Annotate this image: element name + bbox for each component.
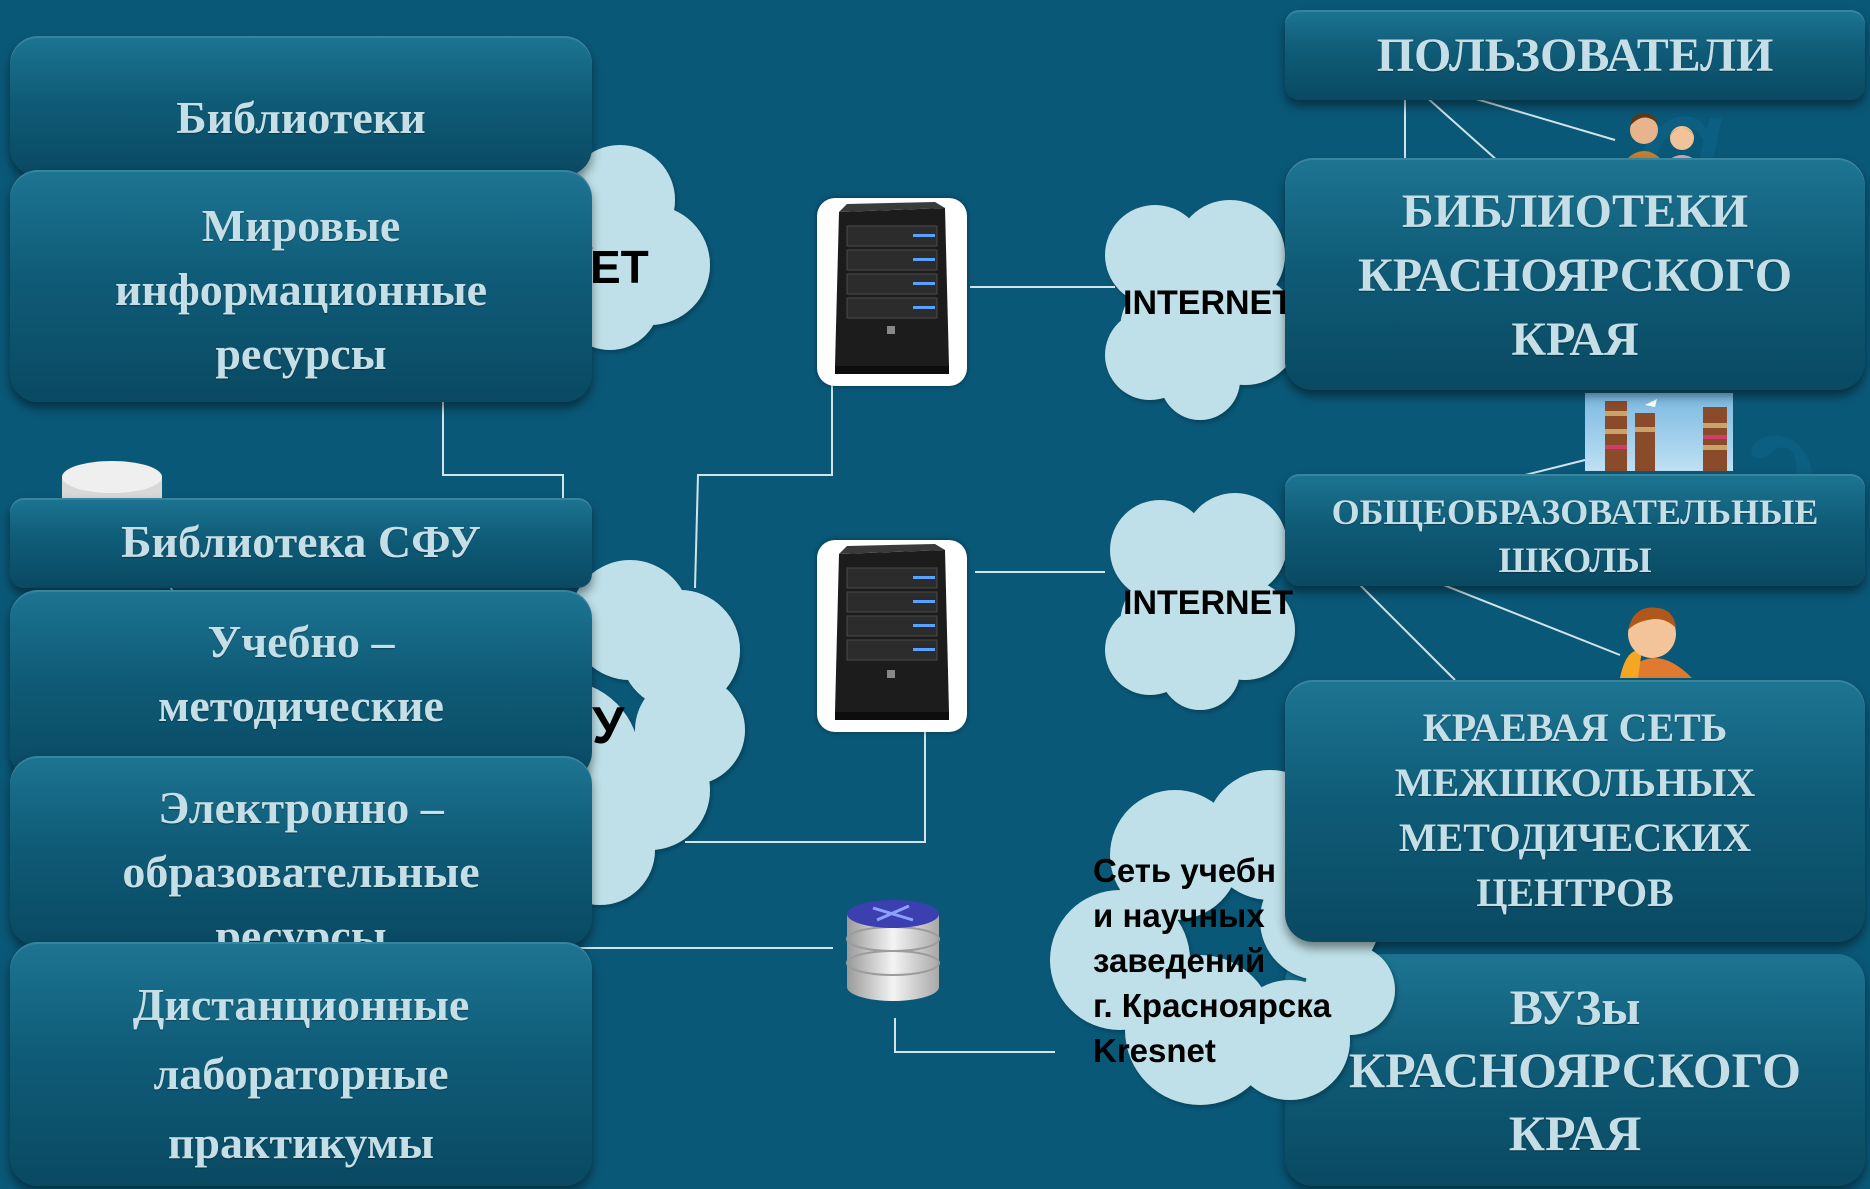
kresnet-line-5: Kresnet: [1093, 1032, 1216, 1069]
kresnet-line-2: и научных: [1093, 897, 1265, 934]
box-teaching-methods-line-2: методические: [158, 680, 444, 731]
books-photo: [1585, 393, 1733, 471]
kresnet-line-4: г. Красноярска: [1093, 987, 1332, 1024]
kresnet-line-3: заведений: [1093, 942, 1266, 979]
box-method-centers-line-3: МЕТОДИЧЕСКИХ: [1398, 815, 1752, 860]
cloud-label-sfu: У: [592, 697, 625, 755]
box-universities-line-1: ВУЗы: [1509, 979, 1641, 1035]
box-sfu-library-line-1: Библиотека СФУ: [121, 516, 481, 567]
cloud-label-top-left: ET: [590, 241, 649, 293]
box-schools[interactable]: ОБЩЕОБРАЗОВАТЕЛЬНЫЕ ШКОЛЫ: [1285, 474, 1865, 586]
box-remote-labs[interactable]: Дистанционные лабораторные практикумы: [10, 942, 592, 1186]
internet-label-1: INTERNET: [1123, 284, 1293, 322]
box-universities-line-3: КРАЯ: [1508, 1105, 1642, 1161]
box-remote-labs-line-3: практикумы: [167, 1117, 435, 1168]
box-russia-libraries[interactable]: Библиотеки России: [10, 36, 592, 176]
box-world-resources-line-1: Мировые: [201, 200, 401, 251]
box-krasnoyarsk-libraries-line-2: КРАСНОЯРСКОГО: [1357, 249, 1793, 302]
box-e-education-line-2: образовательные: [122, 846, 480, 897]
server-icon: [817, 540, 967, 732]
box-method-centers-line-2: МЕЖШКОЛЬНЫХ: [1394, 760, 1756, 805]
box-sfu-library[interactable]: Библиотека СФУ: [10, 498, 592, 588]
cloud-internet-1: [1105, 200, 1300, 420]
server-icon: [817, 198, 967, 386]
database-icon: [843, 892, 943, 1012]
box-remote-labs-line-1: Дистанционные: [132, 979, 470, 1030]
kresnet-label: Сеть учебн и научных заведений г. Красно…: [1093, 848, 1331, 1073]
student-icon: [1612, 598, 1702, 683]
box-e-education[interactable]: Электронно – образовательные ресурсы: [10, 756, 592, 946]
box-method-centers-line-1: КРАЕВАЯ СЕТЬ: [1422, 705, 1728, 750]
box-method-centers-line-4: ЦЕНТРОВ: [1476, 870, 1674, 915]
box-users[interactable]: ПОЛЬЗОВАТЕЛИ: [1285, 10, 1865, 100]
box-russia-libraries-line-1: Библиотеки: [176, 92, 426, 143]
cloud-internet-2: [1105, 493, 1295, 710]
internet-label-2: INTERNET: [1123, 584, 1293, 622]
kresnet-line-1: Сеть учебн: [1093, 852, 1277, 889]
box-e-education-line-1: Электронно –: [158, 782, 444, 833]
box-world-resources[interactable]: Мировые информационные ресурсы: [10, 170, 592, 402]
box-krasnoyarsk-libraries-line-1: БИБЛИОТЕКИ: [1401, 185, 1749, 238]
box-krasnoyarsk-libraries-line-3: КРАЯ: [1511, 313, 1639, 366]
box-method-centers[interactable]: КРАЕВАЯ СЕТЬ МЕЖШКОЛЬНЫХ МЕТОДИЧЕСКИХ ЦЕ…: [1285, 680, 1865, 942]
box-schools-line-1: ОБЩЕОБРАЗОВАТЕЛЬНЫЕ: [1331, 492, 1819, 532]
box-remote-labs-line-2: лабораторные: [153, 1048, 449, 1099]
box-universities-line-2: КРАСНОЯРСКОГО: [1348, 1042, 1802, 1098]
box-schools-line-2: ШКОЛЫ: [1498, 540, 1652, 580]
box-teaching-methods[interactable]: Учебно – методические: [10, 590, 592, 780]
box-universities[interactable]: ВУЗы КРАСНОЯРСКОГО КРАЯ: [1285, 954, 1865, 1186]
box-world-resources-line-2: информационные: [114, 264, 488, 315]
box-krasnoyarsk-libraries[interactable]: БИБЛИОТЕКИ КРАСНОЯРСКОГО КРАЯ: [1285, 158, 1865, 390]
box-e-education-line-3: ресурсы: [215, 910, 387, 946]
box-teaching-methods-line-1: Учебно –: [207, 616, 395, 667]
box-world-resources-line-3: ресурсы: [215, 328, 387, 379]
box-users-line-1: ПОЛЬЗОВАТЕЛИ: [1376, 29, 1774, 82]
